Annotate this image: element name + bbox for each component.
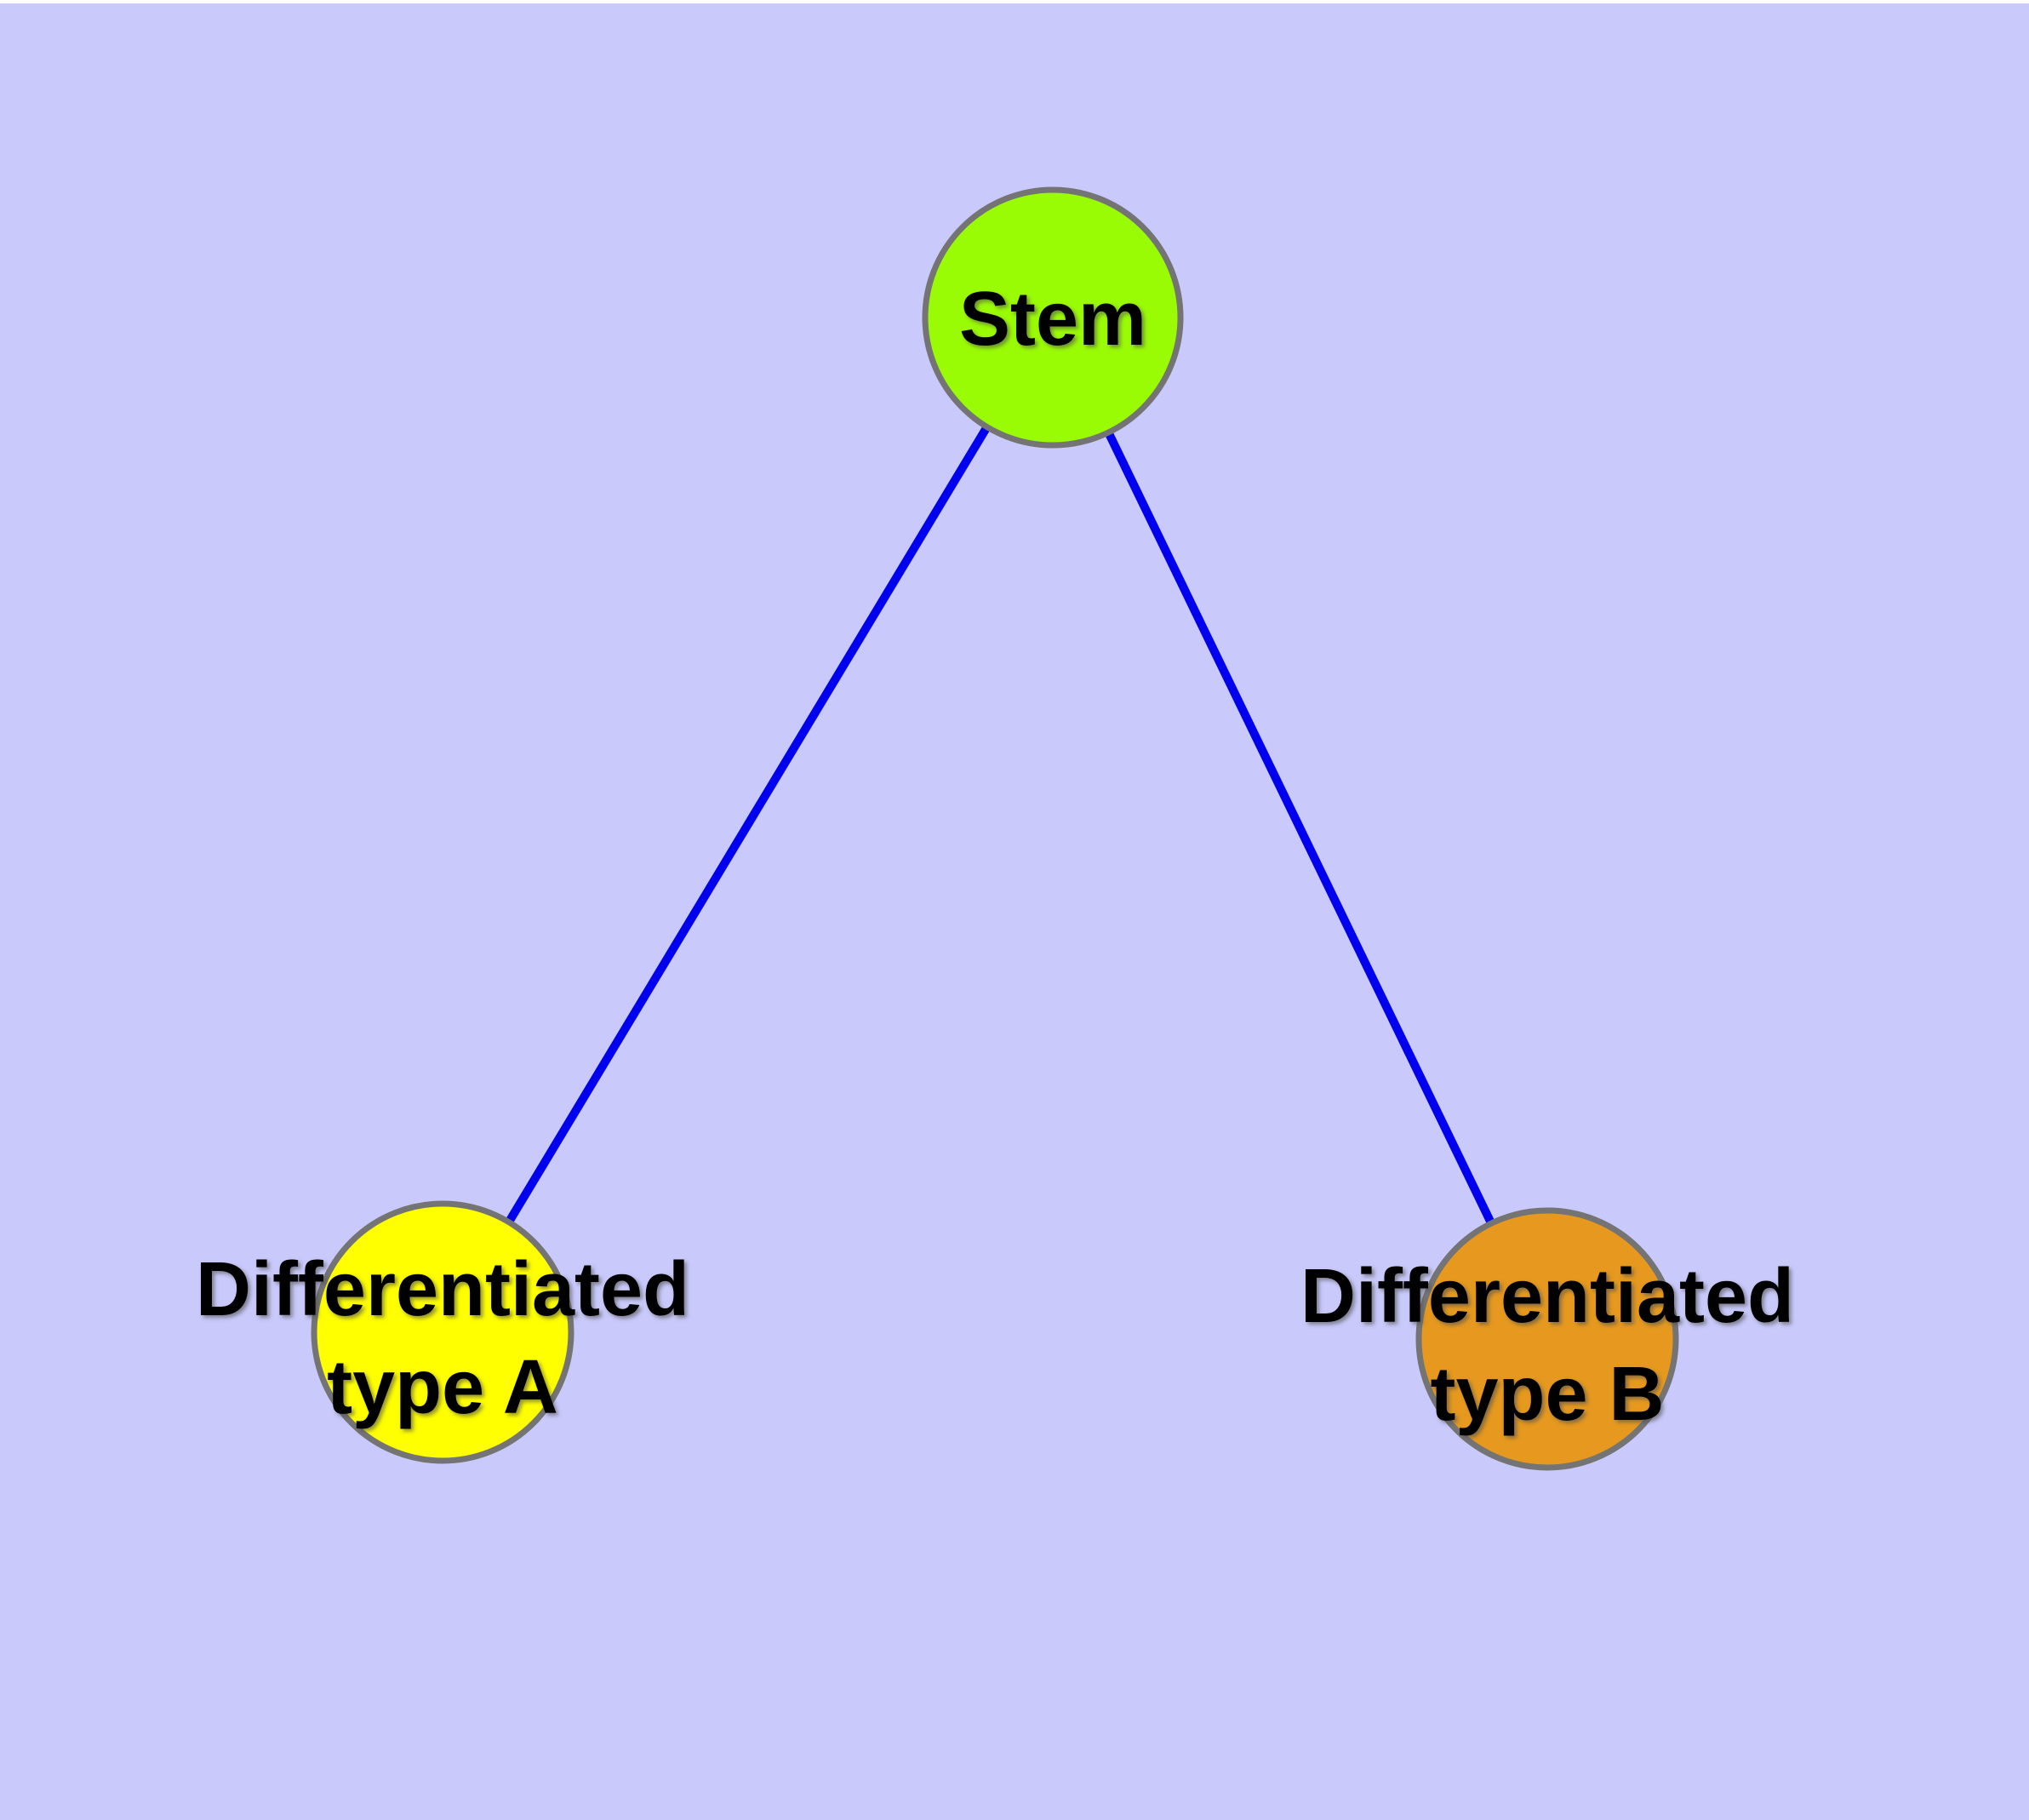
- edge-stem-to-type-b: [1049, 315, 1552, 1342]
- node-differentiated-type-b-label-line2: type B: [1430, 1352, 1664, 1437]
- edge-group: [438, 315, 1552, 1342]
- node-differentiated-type-b-circle: [1415, 1207, 1679, 1471]
- node-stem-circle: [922, 186, 1184, 449]
- node-differentiated-type-a-label-line1: Differentiated: [196, 1247, 689, 1332]
- label-group: Stem Differentiated type A Differentiate…: [196, 277, 1794, 1437]
- edge-stem-to-type-a: [438, 315, 1057, 1335]
- node-differentiated-type-a-label-line2: type A: [327, 1345, 558, 1430]
- node-differentiated-type-b-label-line1: Differentiated: [1300, 1254, 1794, 1339]
- node-stem-label: Stem: [959, 277, 1146, 362]
- node-group: [311, 186, 1679, 1471]
- node-differentiated-type-a-circle: [311, 1200, 574, 1464]
